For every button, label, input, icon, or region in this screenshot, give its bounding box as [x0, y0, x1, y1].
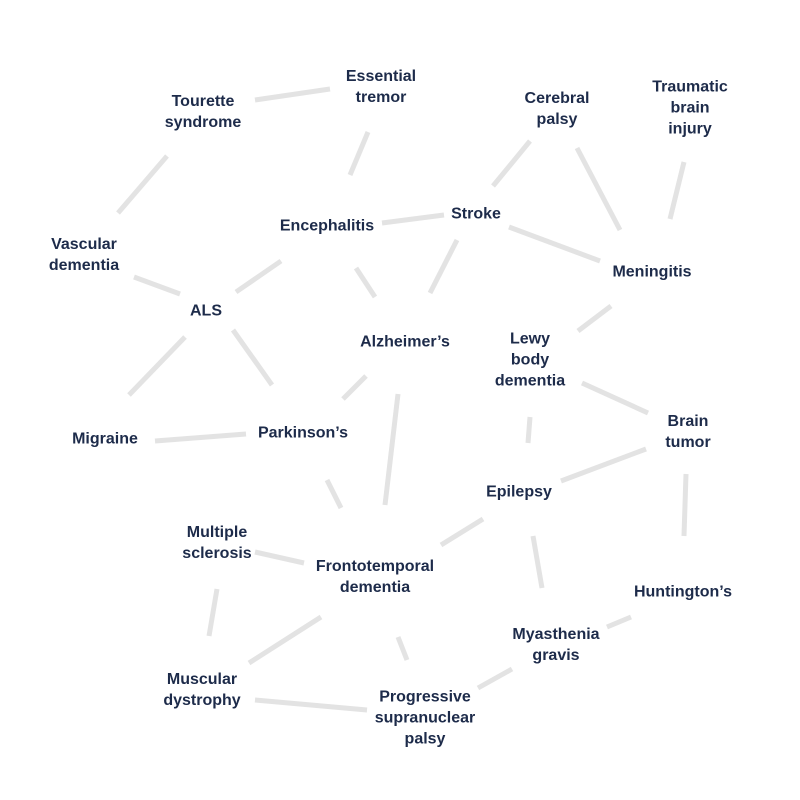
edge-multiple-sclerosis-muscular-dystrophy — [206, 588, 220, 637]
edge-lewy-body-epilepsy — [525, 416, 533, 444]
edge-frontotemporal-psp — [395, 636, 410, 661]
node-multiple-sclerosis: Multiple sclerosis — [182, 524, 252, 562]
edge-stroke-cerebral-palsy — [491, 139, 532, 188]
node-essential-tremor: Essential tremor — [345, 68, 417, 106]
edge-brain-tumor-epilepsy — [560, 446, 647, 484]
edge-stroke-meningitis — [508, 224, 601, 264]
edge-meningitis-lewy-body — [576, 304, 613, 333]
node-brain-tumor: Brain tumor — [665, 413, 711, 451]
edge-lewy-body-brain-tumor — [580, 380, 650, 416]
edge-encephalitis-alzheimers — [353, 266, 378, 299]
node-traumatic-brain-injury: Traumatic brain injury — [652, 78, 728, 138]
node-muscular-dystrophy: Muscular dystrophy — [163, 671, 241, 709]
edge-brain-tumor-huntingtons — [681, 473, 689, 537]
edge-stroke-alzheimers — [427, 238, 460, 295]
edge-tourette-vascular-dementia — [116, 154, 169, 215]
node-progressive-supranuclear-palsy: Progressive supranuclear palsy — [374, 688, 476, 748]
node-tourette-syndrome: Tourette syndrome — [164, 93, 242, 131]
node-alzheimers: Alzheimer’s — [360, 333, 450, 351]
node-meningitis: Meningitis — [612, 263, 692, 281]
edge-essential-tremor-encephalitis — [347, 131, 371, 176]
node-cerebral-palsy: Cerebral palsy — [524, 90, 590, 128]
edge-muscular-dystrophy-psp — [254, 697, 368, 713]
edge-tourette-essential-tremor — [254, 86, 331, 103]
edge-migraine-parkinsons — [154, 431, 247, 444]
edge-tbi-meningitis — [667, 161, 687, 220]
node-epilepsy: Epilepsy — [486, 483, 552, 501]
edge-als-migraine — [127, 335, 187, 397]
edge-cerebral-palsy-meningitis — [574, 146, 623, 232]
node-parkinsons: Parkinson’s — [257, 424, 349, 442]
edge-als-parkinsons — [230, 328, 275, 387]
edge-alzheimers-parkinsons — [341, 374, 368, 401]
node-als: ALS — [190, 302, 222, 320]
edge-multiple-sclerosis-frontotemporal — [254, 549, 305, 566]
node-vascular-dementia: Vascular dementia — [48, 236, 120, 274]
edge-alzheimers-frontotemporal — [382, 393, 401, 506]
node-myasthenia-gravis: Myasthenia gravis — [512, 626, 600, 664]
edge-frontotemporal-muscular-dystrophy — [247, 614, 323, 666]
node-lewy-body-dementia: Lewy body dementia — [494, 330, 566, 390]
node-huntingtons: Huntington’s — [633, 583, 733, 601]
edge-encephalitis-als — [234, 258, 283, 295]
edge-parkinsons-frontotemporal — [324, 478, 344, 510]
node-migraine: Migraine — [72, 430, 138, 448]
edge-encephalitis-stroke — [381, 212, 445, 226]
node-stroke: Stroke — [451, 205, 501, 223]
edge-vascular-dementia-als — [133, 274, 181, 297]
edge-myasthenia-psp — [476, 666, 514, 691]
edge-epilepsy-myasthenia — [530, 535, 545, 589]
edge-epilepsy-frontotemporal — [439, 516, 485, 548]
node-encephalitis: Encephalitis — [279, 217, 375, 235]
edge-huntingtons-myasthenia — [606, 614, 632, 630]
node-frontotemporal-dementia: Frontotemporal dementia — [315, 558, 435, 596]
